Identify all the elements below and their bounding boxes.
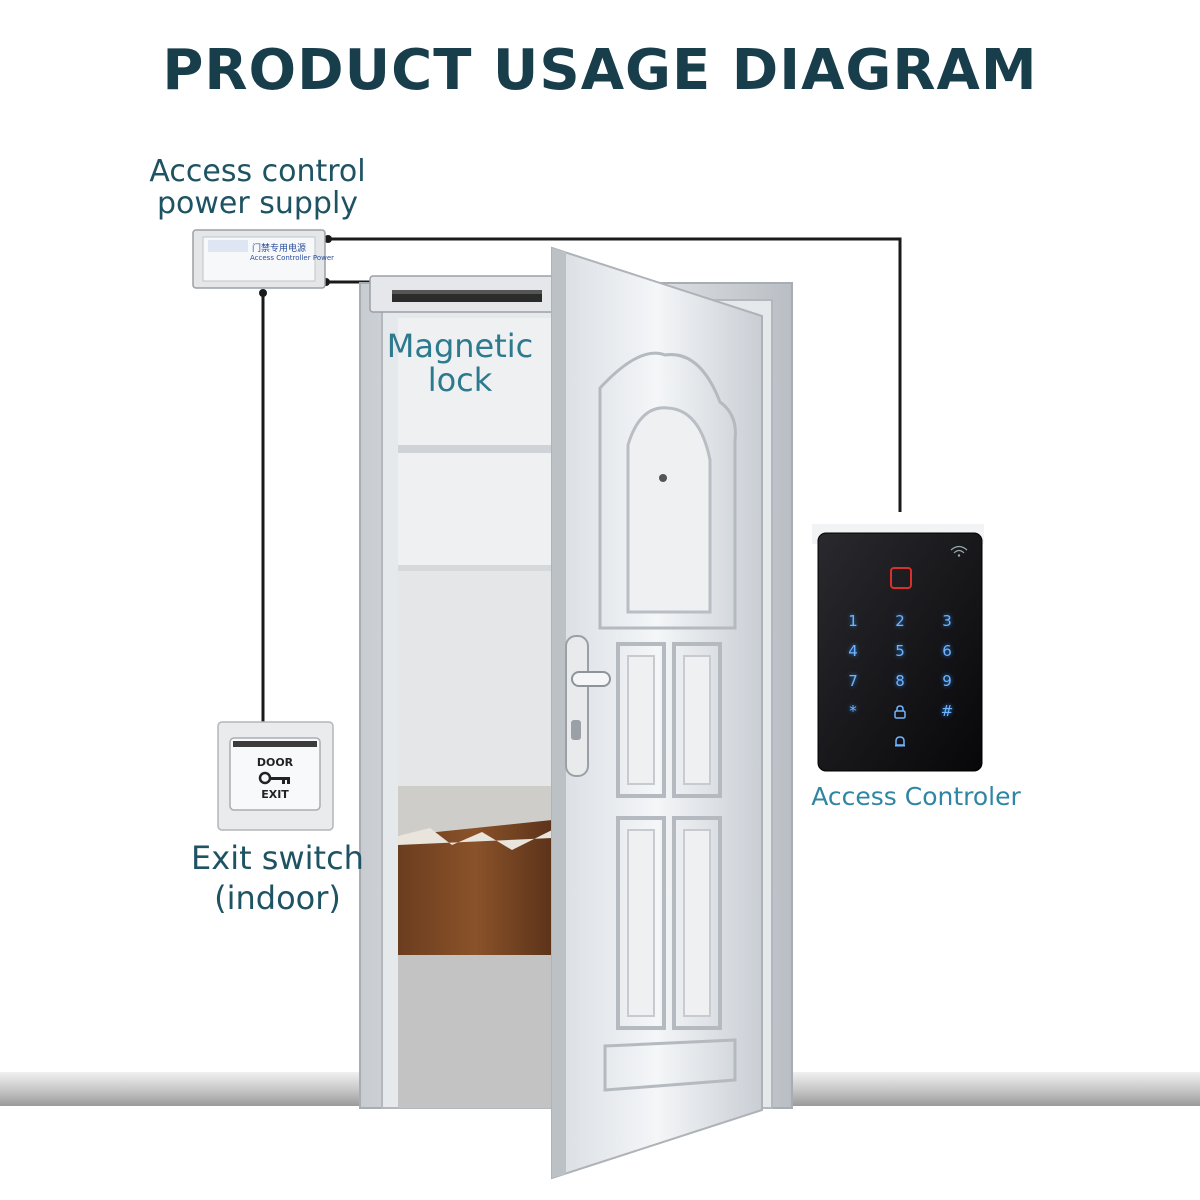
label-line: Magnetic: [386, 327, 534, 365]
key-6[interactable]: 6: [942, 642, 952, 660]
label-line: Access control: [149, 154, 366, 189]
wire-power-to-controller: [328, 237, 902, 512]
key-7[interactable]: 7: [848, 672, 858, 690]
label-line: lock: [427, 360, 493, 399]
label-exit-switch: Exit switch (indoor): [180, 838, 375, 918]
wire-terminal: [259, 289, 267, 297]
label-line: power supply: [156, 185, 359, 221]
bell-icon[interactable]: [893, 734, 907, 748]
key-icon: [258, 770, 292, 785]
wifi-icon: [950, 542, 968, 557]
key-3[interactable]: 3: [942, 612, 952, 630]
key-5[interactable]: 5: [895, 642, 905, 660]
label-line: (indoor): [214, 879, 341, 917]
label-access-control-power-supply: Access control power supply: [130, 156, 385, 219]
exit-button-exit-text: EXIT: [261, 788, 289, 801]
page-title: PRODUCT USAGE DIAGRAM: [162, 38, 1038, 103]
psu-sticker-text: 门禁专用电源: [252, 244, 307, 254]
label-line: Exit switch: [191, 839, 364, 877]
lock-icon[interactable]: [894, 704, 906, 719]
exit-button-door-text: DOOR: [256, 756, 294, 769]
label-access-controller: Access Controler: [811, 782, 1021, 811]
power-supply-unit: [192, 229, 326, 289]
key-9[interactable]: 9: [942, 672, 952, 690]
key-2[interactable]: 2: [895, 612, 905, 630]
door-handle[interactable]: [565, 635, 611, 777]
baseboard-left: [0, 1072, 362, 1106]
psu-sticker-subtext: Access Controller Power: [250, 254, 335, 262]
exit-switch[interactable]: [217, 721, 334, 831]
key-1[interactable]: 1: [848, 612, 858, 630]
door-leaf: [551, 246, 763, 1180]
label-magnetic-lock: Magnetic lock: [380, 327, 540, 399]
access-controller-device[interactable]: [812, 524, 984, 772]
baseboard-right: [788, 1072, 1200, 1106]
key-star[interactable]: *: [849, 702, 857, 720]
magnetic-lock: [369, 275, 555, 313]
keypad[interactable]: 1 2 3 4 5 6 7 8 9 * 0 #: [822, 538, 978, 766]
card-reader-icon: [891, 568, 911, 588]
key-4[interactable]: 4: [848, 642, 858, 660]
key-8[interactable]: 8: [895, 672, 905, 690]
wire-terminal: [324, 235, 332, 243]
key-hash[interactable]: #: [940, 702, 954, 720]
